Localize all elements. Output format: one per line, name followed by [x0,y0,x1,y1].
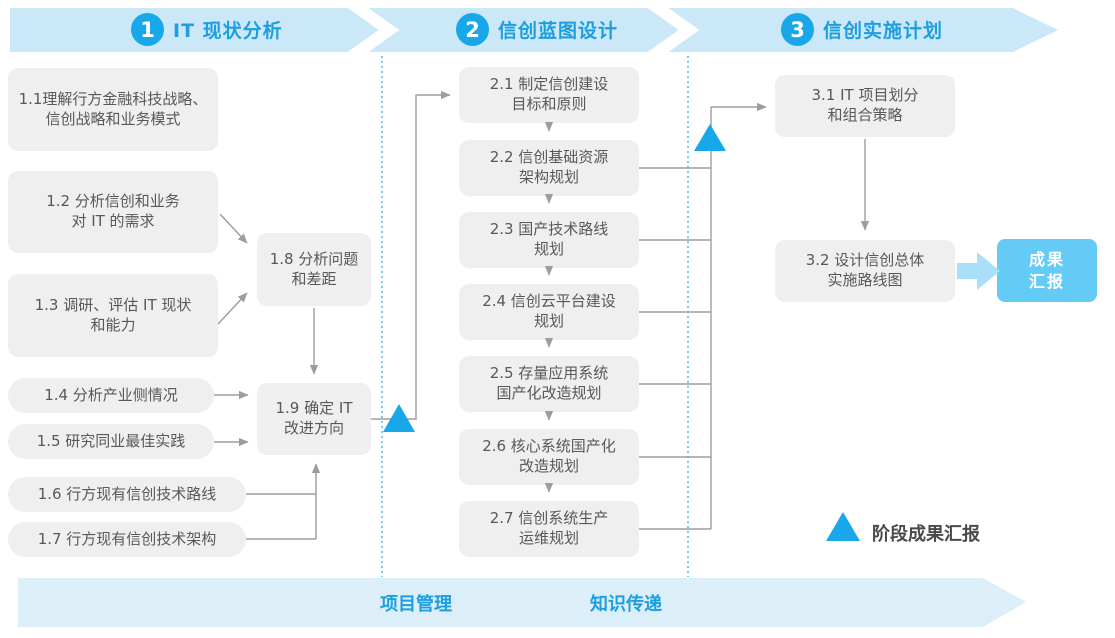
task-box-3-1: 3.1 IT 项目划分 和组合策略 [775,75,955,137]
milestone-triangle-1 [383,404,415,432]
task-box-2-4: 2.4 信创云平台建设 规划 [459,284,639,340]
task-box-2-5: 2.5 存量应用系统 国产化改造规划 [459,356,639,412]
task-box-2-1: 2.1 制定信创建设 目标和原则 [459,67,639,123]
task-box-1-8: 1.8 分析问题 和差距 [257,233,371,306]
milestone-triangle-2 [694,124,726,151]
legend-triangle-icon [826,512,860,541]
legend-milestone-label: 阶段成果汇报 [872,524,980,545]
phase-arrow-band [10,8,1058,52]
phase-3-title: 信创实施计划 [823,20,944,42]
task-box-1-1: 1.1理解行方金融科技战略、 信创战略和业务模式 [8,68,218,151]
phase-2-number-badge: 2 [456,13,489,46]
fat-arrow-3-2-to-result [957,252,1000,290]
task-box-1-9: 1.9 确定 IT 改进方向 [257,383,371,455]
task-pill-1-6: 1.6 行方现有信创技术路线 [8,477,246,512]
phase-3-number-badge: 3 [781,13,814,46]
conn-1-9-to-2-1 [371,90,451,420]
conn-collector [639,107,712,530]
task-box-1-2: 1.2 分析信创和业务 对 IT 的需求 [8,171,218,253]
conn-1-2-to-1-8 [219,213,248,244]
phase-1-number-badge: 1 [131,13,164,46]
task-box-2-7: 2.7 信创系统生产 运维规划 [459,501,639,557]
phase-1-header: 1 IT 现状分析 [131,13,283,46]
task-box-2-3: 2.3 国产技术路线 规划 [459,212,639,268]
phase-2-header: 2 信创蓝图设计 [456,13,618,46]
bottom-arrow-band [18,578,1026,627]
project-management-label: 项目管理 [380,594,452,615]
task-box-2-6: 2.6 核心系统国产化 改造规划 [459,429,639,485]
task-pill-1-7: 1.7 行方现有信创技术架构 [8,522,246,557]
conn-1-6-1-7-elbow [246,493,316,540]
task-box-1-3: 1.3 调研、评估 IT 现状 和能力 [8,274,218,357]
task-pill-1-5: 1.5 研究同业最佳实践 [8,424,214,459]
phase-2-title: 信创蓝图设计 [498,20,619,42]
task-pill-1-4: 1.4 分析产业侧情况 [8,378,214,413]
knowledge-transfer-label: 知识传递 [590,594,662,615]
result-report-box: 成果 汇报 [997,239,1097,302]
phase-1-title: IT 现状分析 [173,20,283,42]
task-box-2-2: 2.2 信创基础资源 架构规划 [459,140,639,196]
phase-3-header: 3 信创实施计划 [781,13,943,46]
task-box-3-2: 3.2 设计信创总体 实施路线图 [775,240,955,302]
conn-1-3-to-1-8 [217,292,248,325]
